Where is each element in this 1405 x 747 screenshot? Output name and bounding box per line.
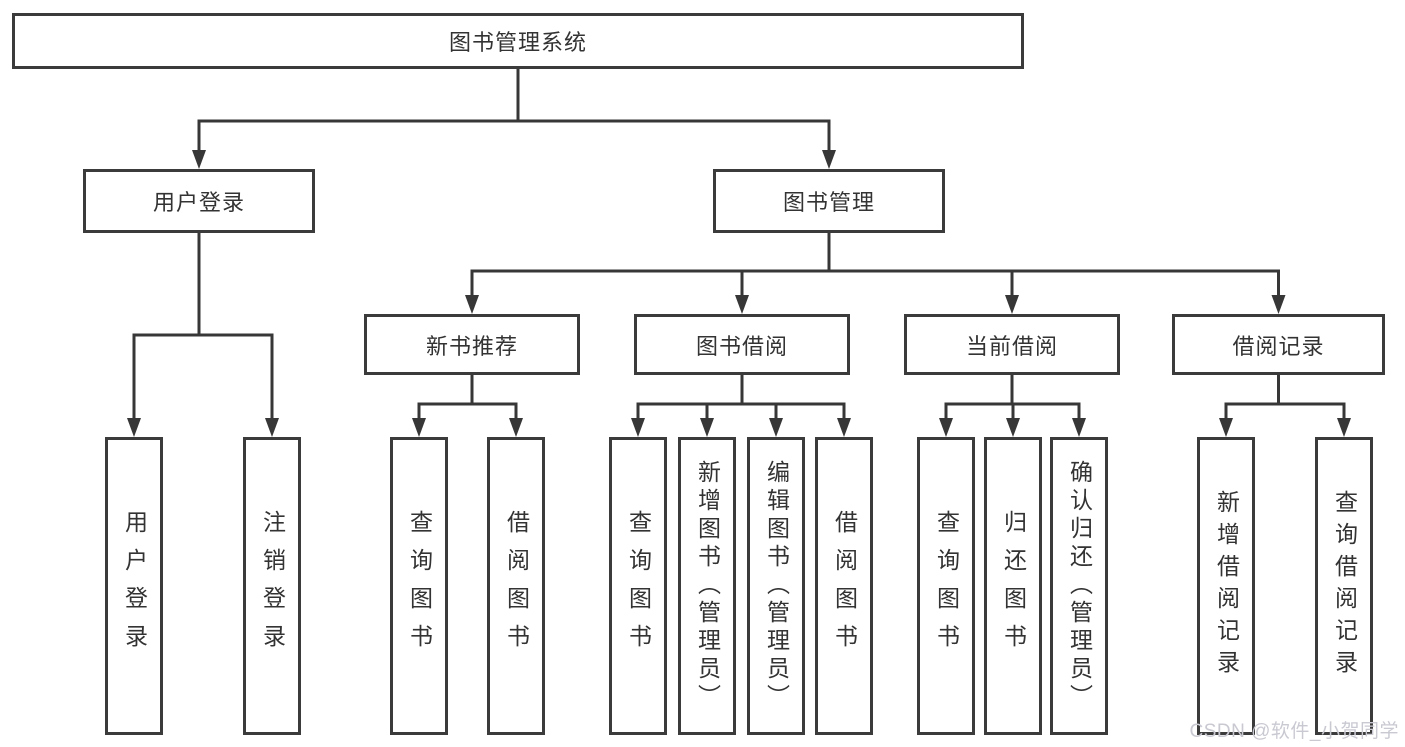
arrowhead-icon [412, 418, 426, 437]
arrowhead-icon [1337, 418, 1351, 437]
node-label-login-logout: 注销登录 [259, 510, 286, 662]
node-label-mgmt: 图书管理 [782, 190, 875, 215]
node-label-borrow: 图书借阅 [695, 333, 788, 359]
node-login: 用户登录 [83, 169, 315, 233]
arrowhead-icon [1072, 418, 1086, 437]
node-label-bor-add: 新增图书（管理员） [694, 460, 721, 712]
node-mgmt: 图书管理 [713, 169, 945, 233]
node-bor-add: 新增图书（管理员） [678, 437, 736, 735]
node-label-login: 用户登录 [152, 190, 245, 215]
node-label-bor-query: 查询图书 [625, 510, 652, 662]
arrowhead-icon [192, 150, 206, 169]
arrowhead-icon [837, 418, 851, 437]
node-label-bor-lend: 借阅图书 [831, 510, 858, 662]
watermark: CSDN @软件_小贺同学 [1189, 721, 1399, 742]
node-recd-add: 新增借阅记录 [1197, 437, 1255, 735]
arrowhead-icon [265, 418, 279, 437]
node-label-recd-query: 查询借阅记录 [1331, 490, 1358, 682]
arrowhead-icon [465, 295, 479, 314]
node-label-bor-edit: 编辑图书（管理员） [763, 460, 790, 712]
node-label-rec: 新书推荐 [425, 333, 518, 359]
node-cur-query: 查询图书 [917, 437, 975, 735]
node-label-cur-return: 归还图书 [1000, 510, 1027, 662]
arrowhead-icon [631, 418, 645, 437]
node-label-cur-confirm: 确认归还（管理员） [1066, 460, 1093, 712]
arrowhead-icon [700, 418, 714, 437]
node-records: 借阅记录 [1172, 314, 1385, 375]
node-label-login-user: 用户登录 [121, 510, 148, 662]
node-label-cur-query: 查询图书 [933, 510, 960, 662]
node-root: 图书管理系统 [12, 13, 1024, 69]
arrowhead-icon [939, 418, 953, 437]
node-bor-query: 查询图书 [609, 437, 667, 735]
arrowhead-icon [769, 418, 783, 437]
node-label-root: 图书管理系统 [448, 30, 587, 55]
node-recd-query: 查询借阅记录 [1315, 437, 1373, 735]
node-label-rec-query: 查询图书 [406, 510, 433, 662]
node-rec-borrow: 借阅图书 [487, 437, 545, 735]
arrowhead-icon [1219, 418, 1233, 437]
node-current: 当前借阅 [904, 314, 1120, 375]
node-bor-edit: 编辑图书（管理员） [747, 437, 805, 735]
node-borrow: 图书借阅 [634, 314, 850, 375]
arrowhead-icon [735, 295, 749, 314]
node-label-recd-add: 新增借阅记录 [1213, 490, 1240, 682]
arrowhead-icon [127, 418, 141, 437]
arrowhead-icon [509, 418, 523, 437]
arrowhead-icon [1005, 295, 1019, 314]
node-cur-return: 归还图书 [984, 437, 1042, 735]
node-label-current: 当前借阅 [965, 333, 1058, 359]
node-cur-confirm: 确认归还（管理员） [1050, 437, 1108, 735]
arrowhead-icon [1006, 418, 1020, 437]
node-login-logout: 注销登录 [243, 437, 301, 735]
node-rec: 新书推荐 [364, 314, 580, 375]
node-rec-query: 查询图书 [390, 437, 448, 735]
node-label-rec-borrow: 借阅图书 [503, 510, 530, 662]
arrowhead-icon [1271, 295, 1286, 314]
arrowhead-icon [822, 150, 836, 169]
node-login-user: 用户登录 [105, 437, 163, 735]
node-label-records: 借阅记录 [1232, 333, 1325, 359]
node-bor-lend: 借阅图书 [815, 437, 873, 735]
